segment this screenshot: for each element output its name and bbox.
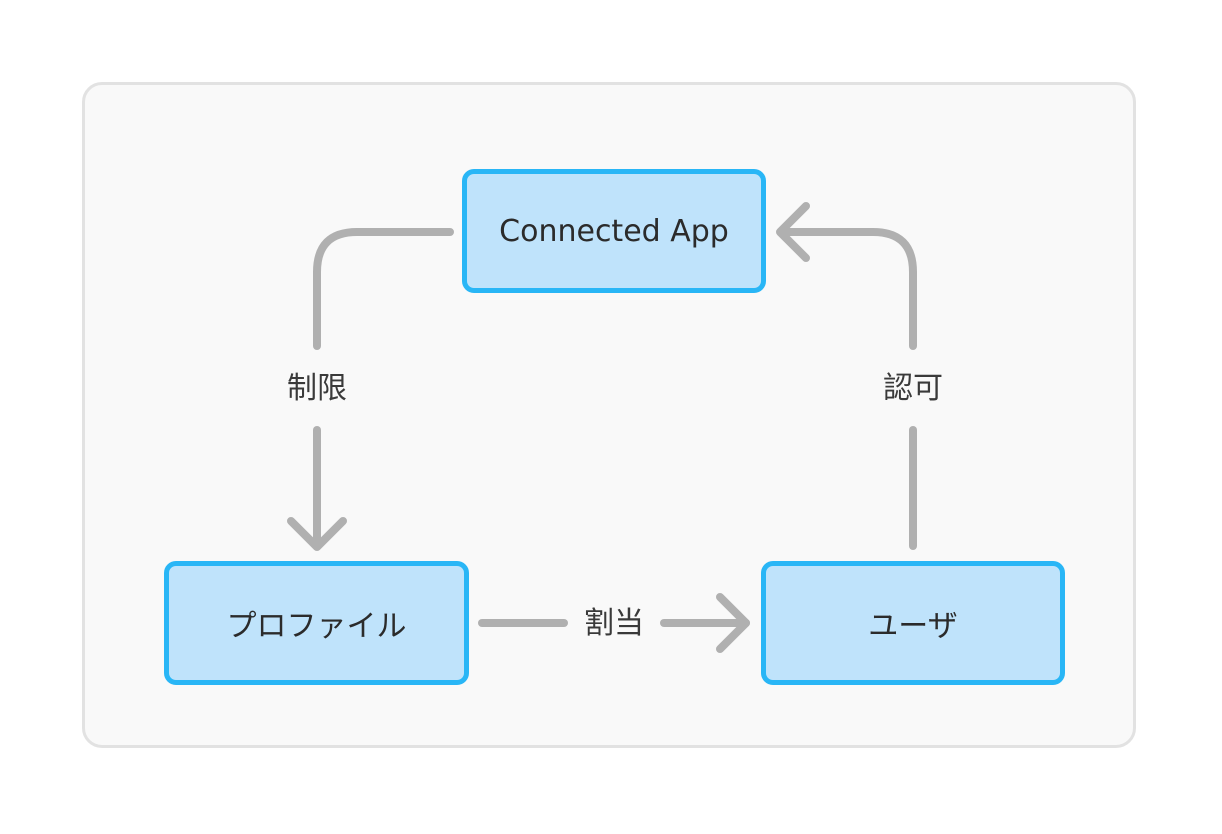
node-user-label: ユーザ (868, 609, 958, 644)
node-profile-label: プロファイル (226, 609, 407, 644)
edge-assign-arrowhead (716, 593, 750, 653)
node-connected-app[interactable]: Connected App (462, 169, 766, 293)
edge-authorize-arrowhead (776, 202, 810, 262)
node-user[interactable]: ユーザ (761, 561, 1065, 685)
node-profile[interactable]: プロファイル (164, 561, 469, 685)
node-connected-app-label: Connected App (499, 213, 729, 249)
edge-label-restrict: 制限 (287, 371, 347, 406)
edge-label-authorize: 認可 (883, 371, 943, 406)
edge-restrict-arrowhead (287, 517, 347, 551)
edge-label-assign: 割当 (584, 606, 644, 641)
edge-authorize-upper-line (778, 228, 917, 350)
edge-restrict-upper-line (313, 228, 454, 350)
